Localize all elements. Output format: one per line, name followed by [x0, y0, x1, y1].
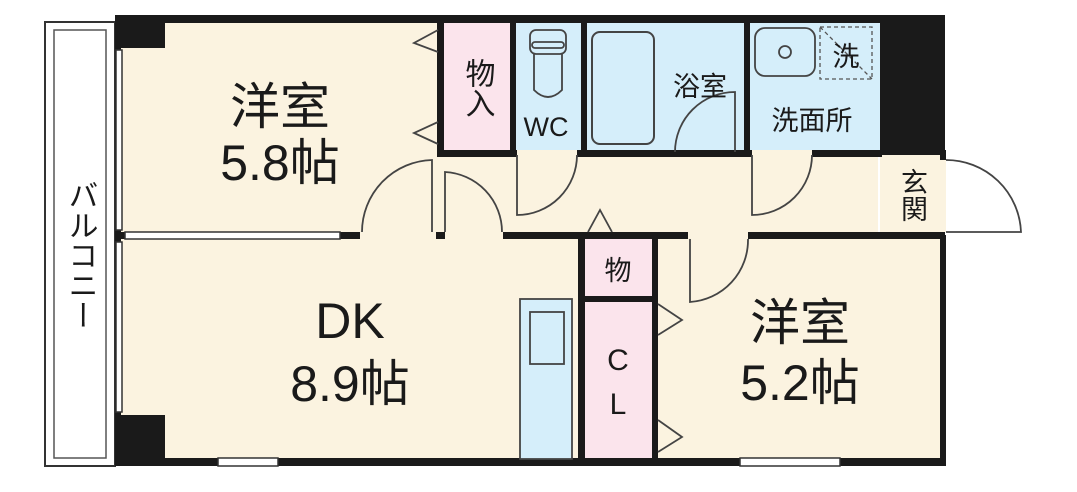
walls	[115, 15, 946, 466]
closet-label-c: C	[607, 344, 629, 377]
dk-size: 8.9帖	[290, 356, 410, 412]
windows	[115, 49, 841, 467]
western-room-2-size: 5.2帖	[740, 355, 860, 411]
wc-floor	[515, 22, 581, 152]
washing-machine-pan-icon	[819, 26, 873, 80]
western-room-1-floor	[118, 22, 438, 232]
storage-1-label: 物入	[461, 58, 496, 118]
entrance-floor	[880, 155, 945, 235]
closet-floor	[585, 302, 652, 464]
storage-1-floor	[444, 22, 511, 152]
washbasin-icon	[754, 27, 816, 77]
closet-doors	[411, 29, 684, 453]
western-room-2-floor	[655, 238, 945, 464]
door-swings	[361, 91, 1022, 303]
western-room-1-name: 洋室	[230, 79, 330, 135]
storage-2-label: 物	[605, 256, 632, 286]
dk-name: DK	[315, 293, 384, 349]
entrance-label: 玄関	[897, 168, 927, 222]
dk-floor	[118, 238, 583, 464]
western-room-1-size: 5.8帖	[220, 135, 340, 191]
wc-label: WC	[524, 112, 569, 142]
kitchen-counter-icon	[519, 298, 573, 460]
door-openings	[360, 150, 946, 239]
balcony-label: バルコニー	[64, 180, 97, 330]
closet-label-l: L	[610, 388, 627, 421]
toilet-icon	[529, 29, 567, 98]
corridor-floor	[438, 155, 878, 235]
western-room-2-name: 洋室	[750, 295, 850, 351]
balcony	[44, 21, 116, 467]
washer-label: 洗	[833, 42, 860, 72]
bath-label: 浴室	[673, 72, 727, 102]
bath-floor	[587, 22, 745, 152]
bathtub-icon	[591, 31, 655, 145]
washroom-label: 洗面所	[772, 106, 853, 136]
storage-2-floor	[585, 238, 652, 296]
